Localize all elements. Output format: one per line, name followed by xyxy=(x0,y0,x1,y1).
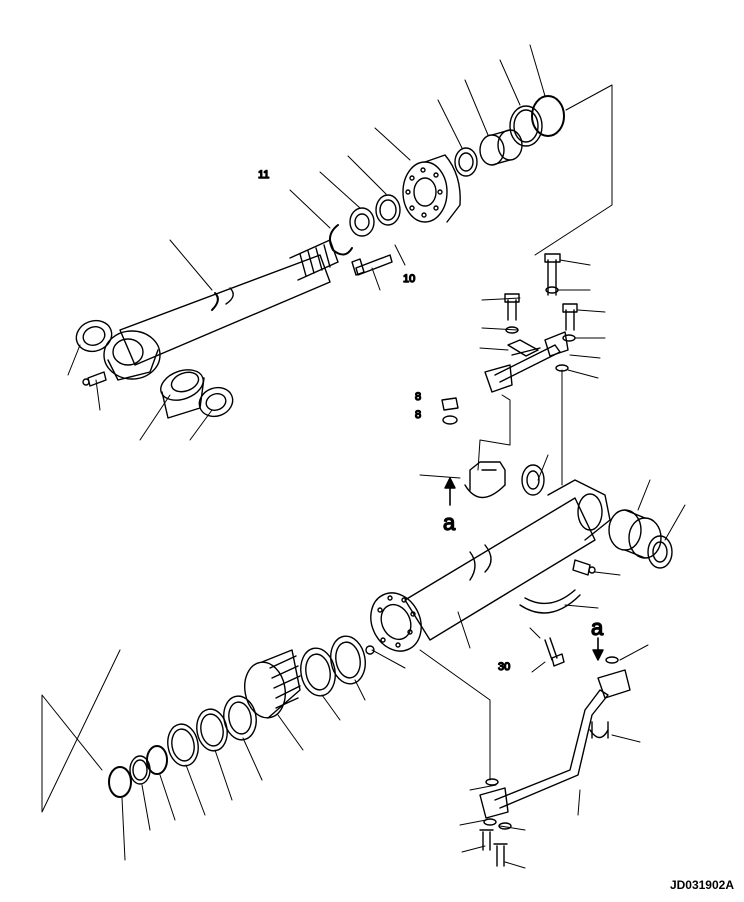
leader-lines-lower-tube xyxy=(459,627,649,869)
piston-seal-2 xyxy=(196,708,228,752)
seal-ring-a xyxy=(454,147,478,177)
wear-ring-1 xyxy=(300,647,336,697)
label-plug-b: 8 xyxy=(415,409,421,421)
piston-seal-3 xyxy=(167,723,199,767)
bottom-bushing xyxy=(608,509,662,559)
dust-seal-left xyxy=(75,319,113,353)
tube-clamp-bolt xyxy=(544,637,565,667)
label-plug-a: 8 xyxy=(415,391,421,403)
leader-lines-bolts xyxy=(477,259,606,486)
grease-tube-upper xyxy=(484,331,569,393)
dust-seal-right xyxy=(198,386,234,418)
cylinder-head xyxy=(402,154,461,223)
piston-body xyxy=(244,649,301,719)
leader-lines-lower xyxy=(41,649,366,861)
arrow-upper-a xyxy=(419,474,461,506)
grease-tube-lower xyxy=(479,669,631,819)
leader-lines-upper xyxy=(67,44,613,441)
label-retaining-ring: 11 xyxy=(258,169,269,181)
pipe-clamp-bracket xyxy=(464,461,506,499)
leader-lines-tube xyxy=(371,454,686,781)
retaining-ring xyxy=(328,224,353,256)
nut-small xyxy=(441,397,459,425)
backup-ring xyxy=(509,105,543,147)
label-bolt-upper: 10 xyxy=(403,273,415,285)
clamp-upper xyxy=(507,339,541,357)
rod-eye-bushing xyxy=(160,369,205,419)
grease-fitting-rod xyxy=(82,371,107,387)
piston-nut-ring xyxy=(349,207,375,237)
upper-dust-seal-tube xyxy=(521,464,545,496)
head-bolt xyxy=(351,254,393,276)
clamp-lower xyxy=(589,721,609,739)
bolts-lower-group xyxy=(479,656,619,867)
arrow-label-lower: a xyxy=(591,615,604,640)
bottom-dust-seal xyxy=(647,535,673,569)
o-ring-lower-2 xyxy=(129,755,151,785)
arrow-lower-a xyxy=(592,637,604,661)
o-ring-lower-3 xyxy=(108,766,132,798)
arrow-label-upper: a xyxy=(443,510,456,535)
plug-small xyxy=(365,645,375,655)
piston-seal-1 xyxy=(223,695,257,741)
cylinder-tube xyxy=(370,479,611,652)
piston-ring xyxy=(375,194,401,226)
label-tube-clamp-bolt: 30 xyxy=(498,661,510,673)
o-ring xyxy=(531,95,565,137)
drawing-code: JD031902A xyxy=(669,878,734,892)
tube-clamp xyxy=(519,589,581,614)
grease-fitting-tube xyxy=(572,559,596,576)
wear-ring-2 xyxy=(330,635,366,685)
piston-rod xyxy=(103,239,339,381)
